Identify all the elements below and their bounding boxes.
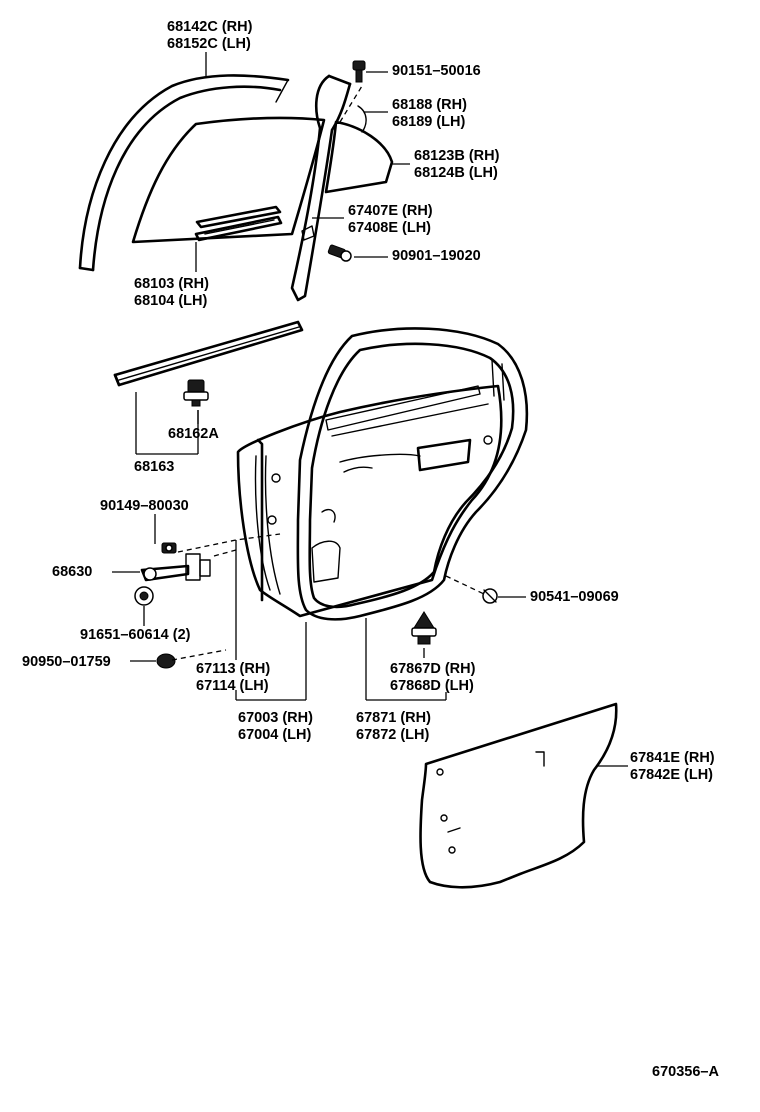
clip-icon — [183, 379, 209, 407]
label-90541: 90541–09069 — [530, 589, 619, 605]
label-67113: 67113 (RH) — [196, 661, 271, 677]
label-67407e: 67407E (RH) — [348, 203, 433, 219]
label-90149: 90149–80030 — [100, 498, 189, 514]
label-68188: 68188 (RH) — [392, 97, 467, 113]
label-68104: 68104 (LH) — [134, 293, 208, 309]
label-68142c: 68142C (RH) — [167, 19, 253, 35]
bolt-icon — [161, 542, 177, 554]
cushion-arc — [357, 105, 367, 133]
label-67114: 67114 (LH) — [196, 678, 269, 694]
service-cover-part — [419, 702, 618, 889]
label-68162a: 68162A — [168, 426, 219, 442]
door-panel-part — [236, 384, 503, 618]
label-90950: 90950–01759 — [22, 654, 111, 670]
label-67871: 67871 (RH) — [356, 710, 431, 726]
label-68189: 68189 (LH) — [392, 114, 466, 130]
division-bar-part — [290, 74, 352, 302]
label-67003: 67003 (RH) — [238, 710, 313, 726]
label-67842e: 67842E (LH) — [630, 767, 714, 783]
bolt-icon — [134, 586, 154, 606]
label-67004: 67004 (LH) — [238, 727, 312, 743]
quarter-glass-part — [324, 120, 394, 194]
leader-lines — [112, 52, 628, 767]
label-67868d: 67868D (LH) — [390, 678, 474, 694]
bolt-icon — [327, 244, 352, 262]
label-68163: 68163 — [134, 459, 175, 475]
label-68630: 68630 — [52, 564, 93, 580]
label-90901: 90901–19020 — [392, 248, 481, 264]
door-weatherstrip-part — [296, 327, 529, 621]
diagram-id-label: 670356–A — [652, 1064, 719, 1080]
label-68123b: 68123B (RH) — [414, 148, 500, 164]
plug-icon — [156, 653, 176, 669]
door-check-part — [140, 553, 211, 582]
label-67872: 67872 (LH) — [356, 727, 430, 743]
clip-icon — [411, 611, 437, 645]
cushion-icon — [482, 588, 498, 604]
screw-icon — [352, 60, 366, 83]
label-68103: 68103 (RH) — [134, 276, 209, 292]
label-67841e: 67841E (RH) — [630, 750, 715, 766]
label-90151: 90151–50016 — [392, 63, 481, 79]
belt-moulding-part — [113, 320, 304, 387]
label-68124b: 68124B (LH) — [414, 165, 498, 181]
label-67867d: 67867D (RH) — [390, 661, 476, 677]
label-67408e: 67408E (LH) — [348, 220, 432, 236]
label-91651: 91651–60614 (2) — [80, 627, 191, 643]
door-glass-part — [131, 116, 326, 244]
glass-run-part — [78, 74, 290, 272]
label-68152c: 68152C (LH) — [167, 36, 251, 52]
